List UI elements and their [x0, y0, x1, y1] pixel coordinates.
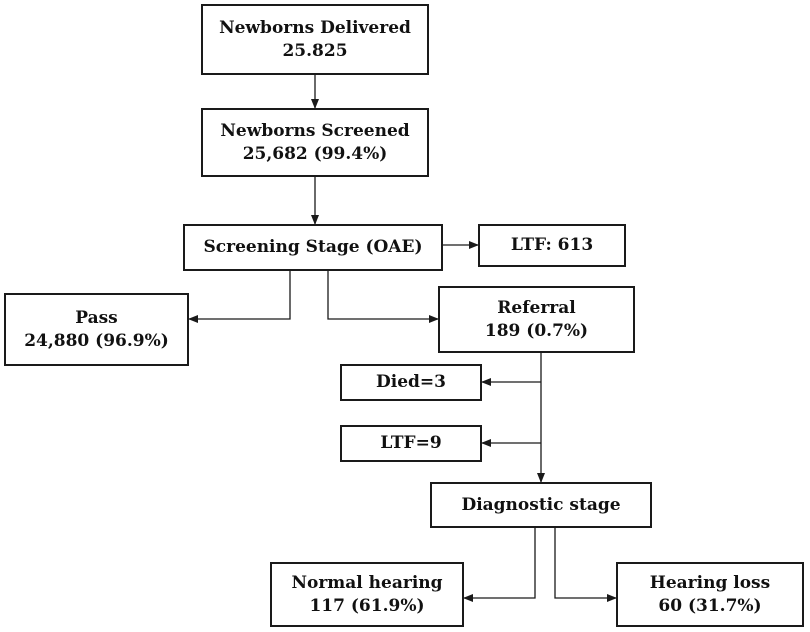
diagnostic-stage-box: Diagnostic stage — [430, 482, 652, 528]
died-title: Died=3 — [376, 372, 446, 393]
hearing-loss-value: 60 (31.7%) — [658, 595, 762, 616]
referral-title: Referral — [497, 297, 576, 318]
pass-box: Pass 24,880 (96.9%) — [4, 293, 189, 366]
newborns-delivered-value: 25.825 — [282, 40, 348, 61]
normal-hearing-value: 117 (61.9%) — [309, 595, 425, 616]
pass-title: Pass — [75, 307, 118, 328]
newborns-screened-value: 25,682 (99.4%) — [242, 143, 388, 164]
arrow-diagnostic-to-normal-hearing — [463, 528, 536, 602]
screening-stage-box: Screening Stage (OAE) — [183, 224, 443, 271]
ltf-referral-title: LTF=9 — [380, 433, 442, 454]
screening-stage-title: Screening Stage (OAE) — [203, 237, 423, 258]
ltf-screening-box: LTF: 613 — [478, 224, 626, 267]
newborns-screened-box: Newborns Screened 25,682 (99.4%) — [201, 108, 429, 177]
ltf-referral-box: LTF=9 — [340, 425, 482, 462]
arrow-screening-stage-to-referral — [327, 271, 439, 323]
ltf-screening-title: LTF: 613 — [510, 235, 594, 256]
newborns-delivered-title: Newborns Delivered — [219, 17, 411, 38]
newborns-screened-title: Newborns Screened — [220, 120, 410, 141]
diagnostic-stage-title: Diagnostic stage — [461, 494, 621, 515]
hearing-loss-box: Hearing loss 60 (31.7%) — [616, 562, 804, 627]
referral-value: 189 (0.7%) — [484, 320, 589, 341]
hearing-loss-title: Hearing loss — [649, 572, 771, 593]
died-box: Died=3 — [340, 364, 482, 401]
arrow-diagnostic-to-hearing-loss — [554, 528, 617, 602]
normal-hearing-box: Normal hearing 117 (61.9%) — [270, 562, 464, 627]
pass-value: 24,880 (96.9%) — [24, 330, 169, 351]
normal-hearing-title: Normal hearing — [291, 572, 443, 593]
newborns-delivered-box: Newborns Delivered 25.825 — [201, 4, 429, 75]
arrow-screening-stage-to-pass — [188, 271, 291, 323]
referral-box: Referral 189 (0.7%) — [438, 286, 635, 353]
